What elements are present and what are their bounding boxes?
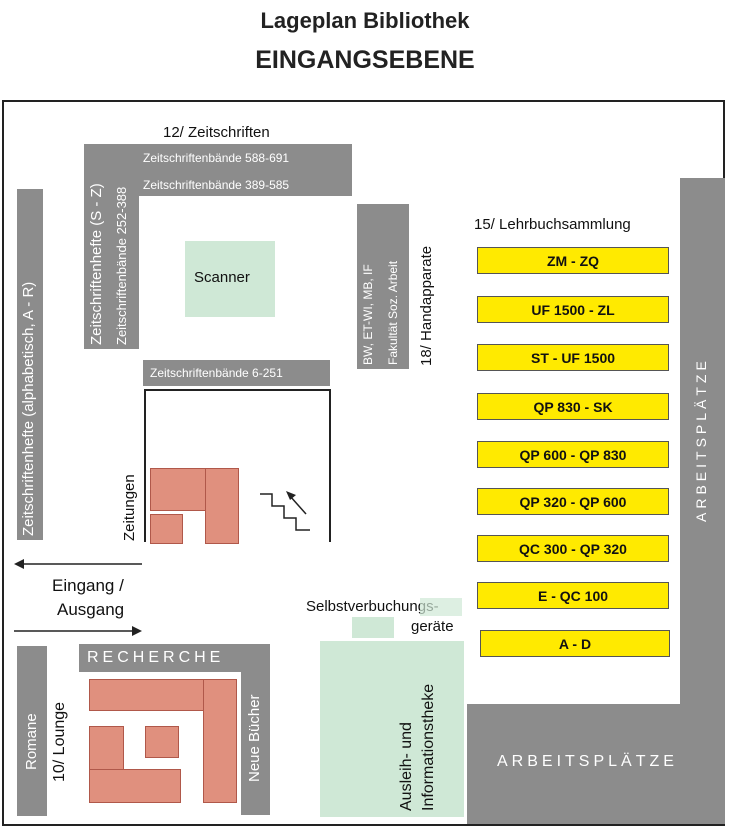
ausleih-label-1: Ausleih- und <box>398 722 415 811</box>
selbstverbuchung-label-2: geräte <box>411 618 454 635</box>
map-subtitle: EINGANGSEBENE <box>255 46 475 74</box>
handapparate-label: 18/ Handapparate <box>418 245 435 366</box>
arbeitsplaetze-right-label: ARBEITSPLÄTZE <box>693 357 709 523</box>
handapparate-block <box>357 204 409 369</box>
lounge-label: 10/ Lounge <box>51 701 68 782</box>
zeitschriftenbaende-389-label: Zeitschriftenbände 389-585 <box>143 178 290 192</box>
zeitschriftenhefte-a-r-block <box>17 189 43 540</box>
shelf-zm-zq: ZM - ZQ <box>477 247 669 274</box>
bw-fakultaeten-label: BW, ET-WI, MB, IF <box>361 264 375 365</box>
arbeitsplaetze-bottom-block <box>467 704 725 824</box>
romane-label: Romane <box>23 713 40 770</box>
lehrbuchsammlung-label: 15/ Lehrbuchsammlung <box>474 216 631 233</box>
recherche-header-block <box>79 644 270 672</box>
zeitschriftenbaende-6-block <box>143 360 330 386</box>
recherche-desk-bottom <box>89 769 181 803</box>
recherche-label: RECHERCHE <box>87 649 225 666</box>
shelf-st-uf: ST - UF 1500 <box>477 344 669 371</box>
shelf-qp830-sk: QP 830 - SK <box>477 393 669 420</box>
ausleihtheke-area <box>320 641 464 817</box>
wall-left <box>144 389 146 542</box>
shelf-qp320-qp600: QP 320 - QP 600 <box>477 488 669 515</box>
neue-buecher-label: Neue Bücher <box>246 694 263 782</box>
stairs-icon <box>260 491 310 531</box>
recherche-desk-top <box>89 679 205 711</box>
zeitschriftenbaende-6-label: Zeitschriftenbände 6-251 <box>150 366 283 380</box>
selbstverbuchung-label-1: Selbstverbuchungs- <box>306 598 439 615</box>
arbeitsplaetze-bottom-label: ARBEITSPLÄTZE <box>497 753 678 770</box>
shelf-uf-zl: UF 1500 - ZL <box>477 296 669 323</box>
zeitschriftenbaende-block-top <box>137 144 352 196</box>
shelf-qc300-qp320: QC 300 - QP 320 <box>477 535 669 562</box>
neue-buecher-block <box>241 670 270 815</box>
wall-top <box>144 389 331 391</box>
recherche-desk-left <box>89 726 124 770</box>
zeitungen-table-1 <box>150 468 207 511</box>
selbstverbuchung-terminal-2 <box>420 598 462 616</box>
zeitschriftenhefte-s-z-block <box>84 144 139 349</box>
zeitschriftenhefte-a-r-label: Zeitschriftenhefte (alphabetisch, A - R) <box>20 281 37 536</box>
map-title: Lageplan Bibliothek <box>260 8 470 33</box>
eingang-label: Eingang / <box>52 576 124 595</box>
romane-block <box>17 646 47 816</box>
zeitschriftenbaende-252-label: Zeitschriftenbände 252-388 <box>114 186 129 345</box>
scanner-area <box>185 241 275 317</box>
exit-arrow-icon <box>14 559 142 569</box>
zeitschriftenhefte-s-z-label: Zeitschriftenhefte (S - Z) <box>88 183 105 345</box>
recherche-desk-center <box>145 726 179 758</box>
recherche-desk-right <box>203 679 237 803</box>
entry-arrow-icon <box>14 626 142 636</box>
arbeitsplaetze-right-block <box>680 178 725 704</box>
zeitungen-label: Zeitungen <box>121 474 138 541</box>
zeitungen-table-3 <box>150 514 183 544</box>
wall-right <box>329 389 331 542</box>
fakultaet-soz-label: Fakultät Soz. Arbeit <box>386 260 400 365</box>
zeitschriften-label: 12/ Zeitschriften <box>163 124 270 141</box>
ausgang-label: Ausgang <box>57 600 125 619</box>
selbstverbuchung-terminal-1 <box>352 617 394 638</box>
zeitschriftenbaende-588-label: Zeitschriftenbände 588-691 <box>143 151 290 165</box>
ausleih-label-2: Informationstheke <box>420 683 437 811</box>
shelf-a-d: A - D <box>480 630 670 657</box>
shelf-e-qc100: E - QC 100 <box>477 582 669 609</box>
shelf-qp600-qp830: QP 600 - QP 830 <box>477 441 669 468</box>
zeitungen-table-2 <box>205 468 239 544</box>
scanner-label: Scanner <box>194 269 250 286</box>
